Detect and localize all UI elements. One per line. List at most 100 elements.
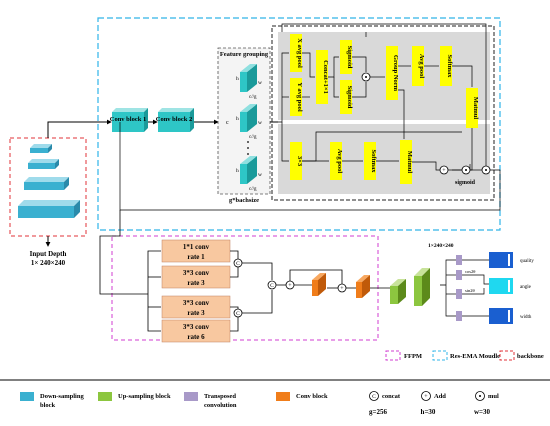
legend-add-symbol: + — [424, 394, 428, 400]
conv-block-2 — [158, 108, 194, 132]
branch2-line1: 3*3 conv — [183, 269, 210, 277]
angle-label: angle — [520, 285, 532, 290]
y-avg-pool-block — [290, 78, 302, 116]
conv-block-1-label: Conv block 1 — [110, 116, 146, 123]
legend-up-label: Up-sampling block — [118, 393, 171, 400]
group-norm-label: Group Norm — [392, 55, 399, 92]
ffpm-input-line — [99, 210, 121, 295]
avg-pool-label-1: Avg pool — [418, 54, 425, 78]
feature-ellipsis — [247, 141, 249, 155]
legend-backbone-label: backbone — [517, 353, 544, 360]
x-avg-pool-label: X avg pool — [296, 38, 303, 68]
legend-down-label-1: Down-sampling — [40, 393, 84, 400]
param-h: h=30 — [421, 408, 436, 416]
cos-label: cos2θ — [465, 269, 475, 274]
width-label: width — [520, 315, 532, 320]
avg-pool-block-2 — [330, 142, 342, 180]
legend-ffpm-label: FFPM — [404, 353, 422, 360]
up-sampling-block-1 — [390, 279, 406, 304]
feature-group-block-2 — [240, 104, 257, 132]
ffpm-conv-block-1 — [312, 273, 326, 296]
param-w: w=30 — [474, 408, 491, 416]
feature-group-block-1 — [240, 64, 257, 92]
legend-concat-symbol: C — [372, 394, 376, 400]
up-sampling-block-2 — [414, 268, 430, 306]
add-node-ffpm-2-label: + — [340, 286, 344, 292]
sin-label: sin2θ — [465, 288, 475, 293]
legend-conv-swatch — [276, 392, 290, 401]
concat-node-3 — [267, 280, 277, 290]
branch4-line2: rate 6 — [187, 333, 205, 341]
ema-inner-region — [271, 25, 495, 201]
concat-node-1-label: C — [236, 261, 240, 267]
concat-node-1 — [233, 258, 243, 268]
svg-text:+: + — [442, 168, 446, 174]
add-node-ffpm-1 — [285, 280, 295, 290]
feature-h-label-3: h — [236, 168, 239, 174]
legend-down-swatch — [20, 392, 34, 401]
backbone-to-conv-line — [47, 121, 104, 138]
transposed-conv-1 — [456, 255, 462, 265]
legend-ema-label: Res-EMA Moudle — [450, 353, 500, 360]
res-ema-region — [97, 17, 501, 231]
feature-footer-label: g*bachsize — [229, 197, 259, 204]
softmax-label-2: Softmax — [370, 149, 377, 173]
branch1-line2: rate 1 — [187, 253, 205, 261]
branch2-line2: rate 3 — [187, 279, 205, 287]
y-avg-pool-label: Y avg pool — [296, 82, 303, 112]
feature-w-label-2: w — [258, 120, 262, 126]
width-output-map — [489, 308, 513, 324]
concat-label: Concat+1×1 — [322, 60, 329, 94]
concat-node-2 — [233, 308, 243, 318]
x-avg-pool-block — [290, 34, 302, 72]
avg-pool-block-1 — [412, 46, 424, 86]
ffpm-connectors — [112, 250, 446, 332]
softmax-block-1 — [440, 46, 452, 86]
legend-up-swatch — [98, 392, 112, 401]
conv3x3-label: 3×3 — [296, 156, 303, 167]
add-node-ema — [439, 165, 449, 175]
add-node-ffpm-2 — [337, 283, 347, 293]
softmax-block-2 — [364, 142, 376, 180]
conv-block-2-label: Conv block 2 — [156, 116, 192, 123]
sigmoid-block-1 — [340, 40, 352, 74]
legend-concat-icon — [369, 391, 379, 401]
branch1-line1: 1*1 conv — [183, 243, 210, 251]
matmul-block-1 — [466, 88, 478, 128]
feature-c-label: c — [226, 120, 229, 126]
ffpm-conv-block-2 — [356, 275, 370, 298]
sigmoid-label-1: Sigmoid — [346, 46, 353, 69]
concat-block — [316, 50, 328, 104]
legend-add-icon — [421, 391, 431, 401]
legend-transposed-swatch — [184, 392, 198, 401]
param-g: g=256 — [369, 408, 387, 416]
legend-ffpm-swatch — [385, 350, 401, 361]
matmul-label-1: Matmul — [472, 97, 479, 120]
transposed-conv-3 — [456, 289, 462, 299]
input-label-line2: 1× 240×240 — [31, 259, 66, 267]
angle-output-map — [489, 278, 513, 294]
feature-grouping-title: Feature grouping — [220, 51, 269, 58]
output-head-connectors — [445, 259, 489, 317]
output-size-label: 1×240×240 — [428, 243, 454, 249]
concat-node-3-label: C — [270, 283, 274, 289]
legend-add-label: Add — [434, 393, 446, 400]
matmul-block-2 — [400, 140, 412, 184]
quality-output-map — [489, 252, 513, 268]
ema-upper-panel — [278, 32, 490, 120]
feature-h-label-2: h — [236, 116, 239, 122]
feature-group-block-3 — [240, 156, 257, 184]
feature-cg-label-2: c//g — [249, 135, 257, 140]
add-node-ffpm-1-label: + — [288, 283, 292, 289]
feature-cg-label-1: c//g — [249, 95, 257, 100]
quality-label: quality — [520, 259, 534, 264]
sigmoid-label-2: Sigmoid — [346, 86, 353, 109]
legend-backbone-swatch — [499, 350, 515, 361]
ema-connectors — [119, 23, 501, 211]
input-label-line1: Input Depth — [30, 250, 67, 258]
legend-transposed-label-2: convolution — [204, 402, 237, 409]
legend-concat-label: concat — [382, 393, 401, 400]
legend-conv-label: Conv block — [296, 393, 328, 400]
softmax-label-1: Softmax — [446, 54, 453, 78]
